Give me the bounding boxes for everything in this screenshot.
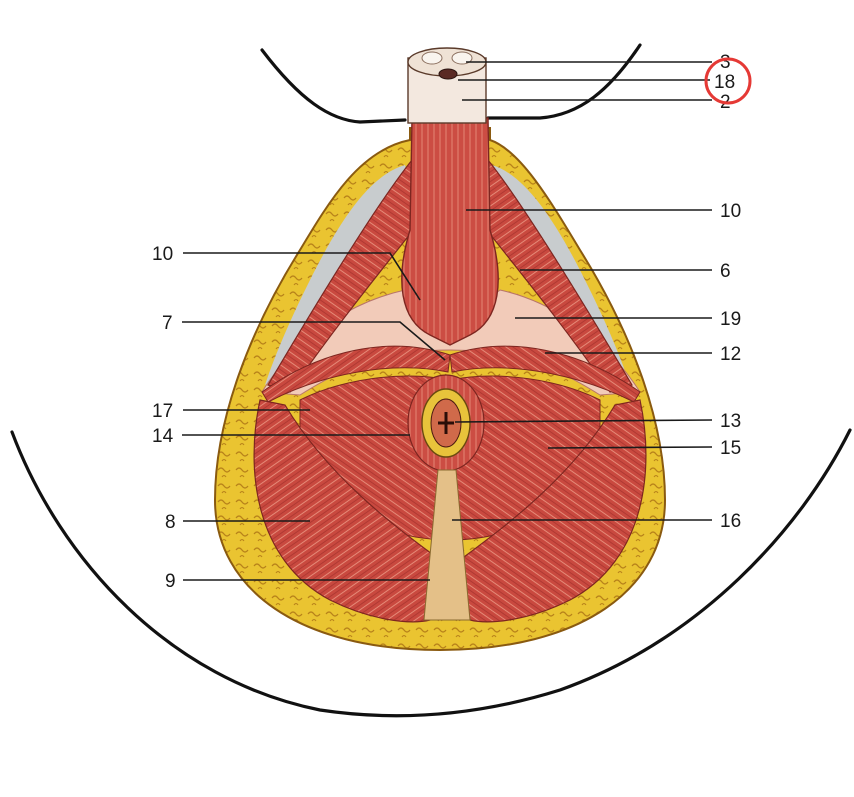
anococcygeal-ligament	[423, 469, 471, 621]
leader-lines	[182, 61, 713, 581]
label-3: 3	[720, 52, 731, 73]
corpus-right	[451, 51, 473, 65]
label-18: 18	[714, 72, 735, 93]
thigh-outline-top-right	[486, 43, 642, 120]
left-ischiocavernosus	[267, 158, 426, 393]
label-16: 16	[720, 511, 741, 532]
label-7: 7	[162, 313, 173, 334]
bulbospongiosus	[401, 117, 499, 346]
left-transverse-perineal	[261, 345, 451, 403]
label-14: 14	[152, 426, 174, 447]
right-transverse-perineal	[449, 345, 641, 403]
label-19: 19	[720, 309, 741, 330]
corpus-left	[421, 51, 443, 65]
label-15: 15	[720, 438, 741, 459]
label-8: 8	[165, 512, 176, 533]
label-9: 9	[165, 571, 176, 592]
anus-opening	[438, 412, 454, 434]
label-17: 17	[152, 401, 173, 422]
right-ischiocavernosus	[474, 158, 633, 393]
label-6: 6	[720, 261, 731, 282]
label-12: 12	[720, 344, 741, 365]
left-gluteal-region	[253, 399, 441, 623]
thigh-outline-top-left	[260, 48, 407, 124]
highlight-circle	[704, 57, 752, 105]
buttocks-outline	[10, 428, 852, 718]
label-13: 13	[720, 411, 741, 432]
right-gluteal-region	[459, 399, 647, 623]
urethra-cross-section	[438, 68, 458, 80]
label-10-right: 10	[720, 201, 741, 222]
label-10-left: 10	[152, 244, 173, 265]
